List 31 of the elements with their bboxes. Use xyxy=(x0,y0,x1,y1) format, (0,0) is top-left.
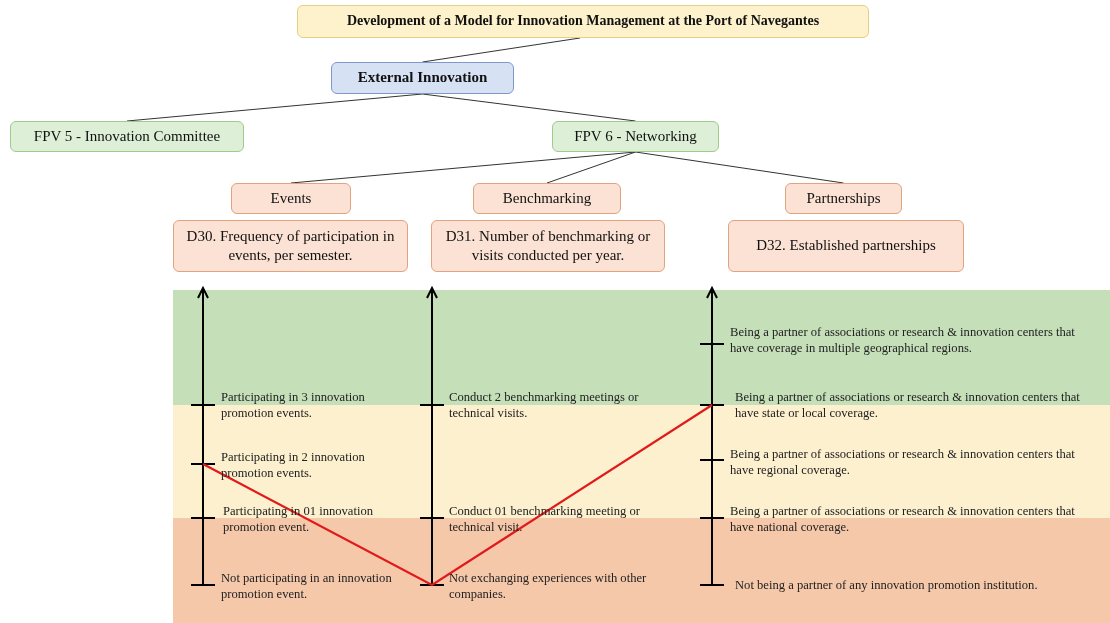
connector-line xyxy=(546,151,636,184)
title-text: Development of a Model for Innovation Management at the Port of Navegantes xyxy=(346,12,820,31)
category-box xyxy=(331,62,514,94)
category-box xyxy=(297,5,869,38)
category-box xyxy=(10,121,244,152)
category-box xyxy=(728,220,964,272)
node-text: FPV 5 - Innovation Committee xyxy=(33,126,221,146)
category-box xyxy=(473,183,621,214)
node-text: D30. Frequency of participation in events, per semester. xyxy=(185,226,396,265)
level-description: Being a partner of associations or research & innovation centers that have regional coverage. xyxy=(730,447,1076,479)
level-description: Conduct 2 benchmarking meetings or technical visits. xyxy=(449,390,640,422)
node-text: D31. Number of benchmarking or visits conducted per year. xyxy=(444,226,652,265)
category-box xyxy=(552,121,719,152)
node-text: External Innovation xyxy=(357,68,488,88)
level-description: Being a partner of associations or research & innovation centers that have state or local coverage. xyxy=(735,390,1081,422)
node-text: FPV 6 - Networking xyxy=(574,126,697,146)
category-box xyxy=(173,220,408,272)
level-description: Being a partner of associations or research & innovation centers that have national coverage. xyxy=(730,504,1076,536)
level-description: Participating in 3 innovation promotion events. xyxy=(221,390,366,422)
level-description: Not exchanging experiences with other companies. xyxy=(449,571,648,603)
node-text: Partnerships xyxy=(806,188,881,208)
level-description: Not being a partner of any innovation promotion institution. xyxy=(735,578,1039,594)
level-description: Being a partner of associations or research & innovation centers that have coverage in multiple geographical regions. xyxy=(730,325,1076,357)
category-box xyxy=(231,183,351,214)
level-description: Not participating in an innovation promotion event. xyxy=(221,571,393,603)
level-description: Participating in 2 innovation promotion events. xyxy=(221,450,366,482)
node-text: Benchmarking xyxy=(502,188,592,208)
category-box xyxy=(431,220,665,272)
node-text: D32. Established partnerships xyxy=(756,236,936,256)
node-text: Events xyxy=(270,188,312,208)
category-box xyxy=(785,183,902,214)
